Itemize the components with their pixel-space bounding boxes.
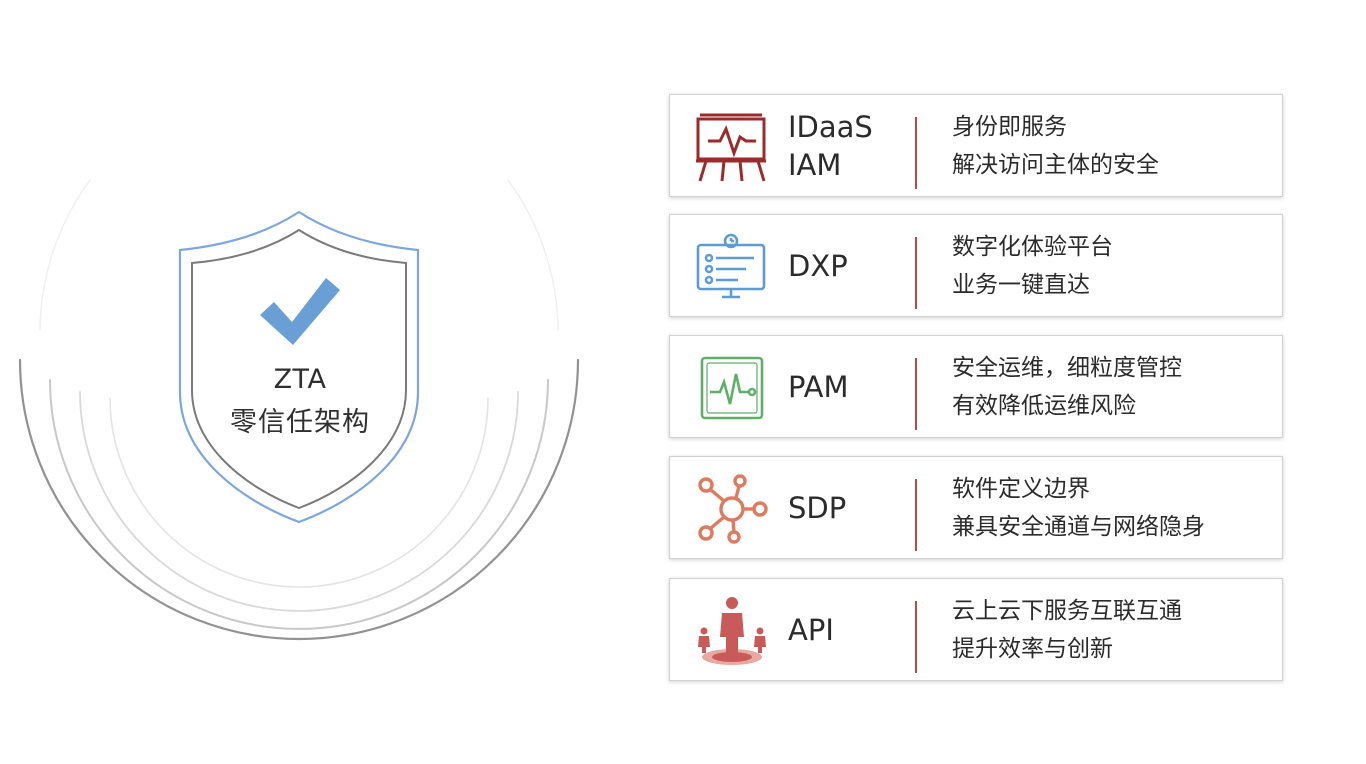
card-description: 身份即服务 解决访问主体的安全 [952,95,1159,196]
card-description: 数字化体验平台 业务一键直达 [952,215,1113,316]
divider [915,479,917,551]
card-idaas: IDaaS IAM 身份即服务 解决访问主体的安全 [669,94,1283,197]
desc-line: 数字化体验平台 [952,233,1113,260]
network-hub-icon [694,473,770,545]
card-pam: PAM 安全运维，细粒度管控 有效降低运维风险 [669,335,1283,438]
card-api: API 云上云下服务互联互通 提升效率与创新 [669,578,1283,681]
divider [915,117,917,189]
checkmark-icon [260,278,340,345]
pulse-monitor-icon [694,352,770,424]
label-line: IAM [788,147,842,182]
label-line: SDP [788,490,847,525]
zta-subtitle: 零信任架构 [230,407,370,438]
desc-line: 云上云下服务互联互通 [952,597,1182,624]
divider [915,601,917,673]
card-description: 云上云下服务互联互通 提升效率与创新 [952,579,1182,680]
card-label: API [788,579,908,680]
monitor-checklist-icon [694,231,770,303]
zta-title: ZTA [273,364,327,395]
card-label: PAM [788,336,908,437]
divider [915,237,917,309]
label-line: PAM [788,369,849,404]
card-sdp: SDP 软件定义边界 兼具安全通道与网络隐身 [669,456,1283,559]
card-description: 软件定义边界 兼具安全通道与网络隐身 [952,457,1205,558]
card-description: 安全运维，细粒度管控 有效降低运维风险 [952,336,1182,437]
label-line: API [788,612,834,647]
divider [915,358,917,430]
desc-line: 兼具安全通道与网络隐身 [952,513,1205,540]
card-label: SDP [788,457,908,558]
people-network-icon [694,595,770,667]
shield-inner [191,228,407,510]
card-label: IDaaS IAM [788,95,908,196]
label-line: DXP [788,248,848,283]
desc-line: 有效降低运维风险 [952,392,1136,419]
label-line: IDaaS [788,109,873,144]
desc-line: 提升效率与创新 [952,635,1113,662]
desc-line: 安全运维，细粒度管控 [952,354,1182,381]
desc-line: 解决访问主体的安全 [952,151,1159,178]
presentation-board-icon [694,111,770,183]
desc-line: 业务一键直达 [952,271,1090,298]
card-dxp: DXP 数字化体验平台 业务一键直达 [669,214,1283,317]
desc-line: 软件定义边界 [952,475,1090,502]
zta-shield-graphic [18,179,580,641]
desc-line: 身份即服务 [952,113,1067,140]
ring-arcs [18,179,580,641]
card-label: DXP [788,215,908,316]
